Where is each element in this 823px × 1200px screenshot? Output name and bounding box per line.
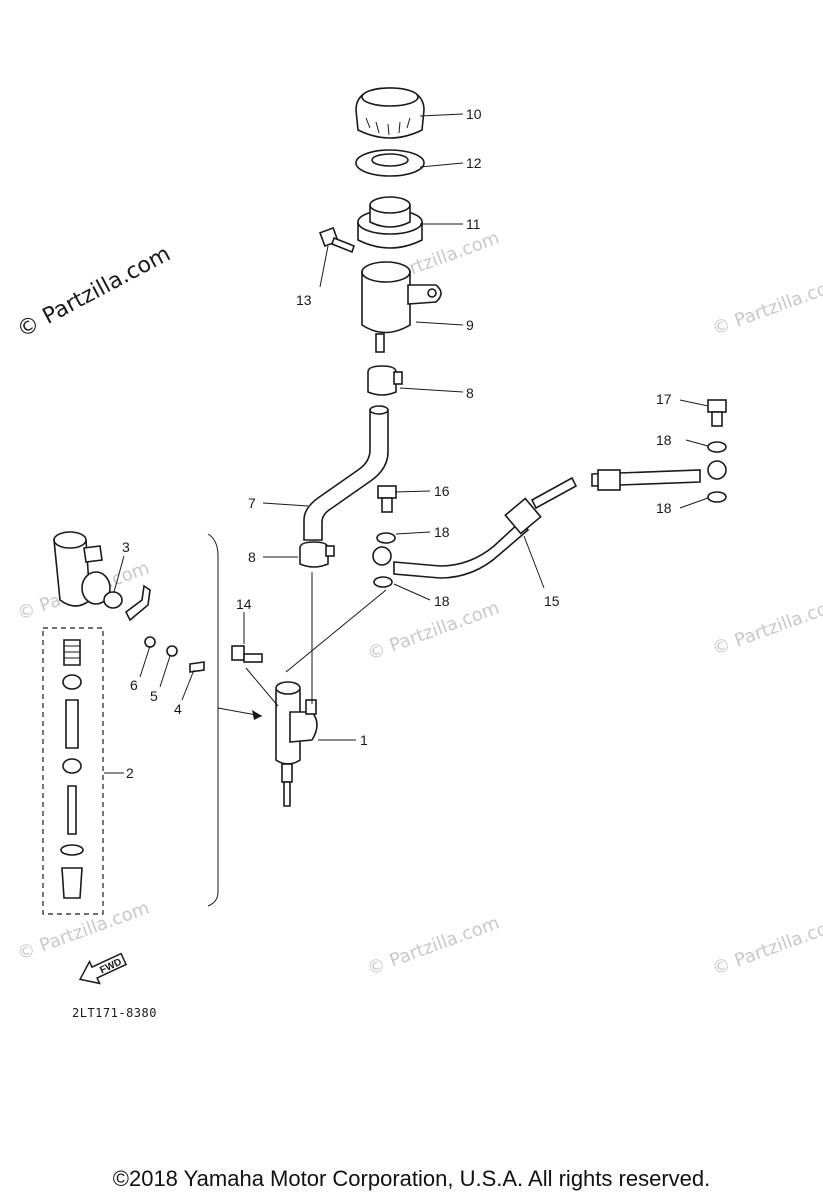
copyright-notice: ©2018 Yamaha Motor Corporation, U.S.A. A… [112, 1166, 711, 1191]
fwd-label: FWD [98, 957, 123, 977]
part-3-assembly[interactable] [53, 531, 123, 609]
part-label: 7 [248, 495, 256, 511]
part-12-plate[interactable] [355, 149, 425, 177]
part-16-bolt[interactable] [377, 485, 397, 513]
part-label: 14 [236, 596, 252, 612]
watermark: © Partzilla.com [365, 912, 503, 979]
part-label: 3 [122, 539, 130, 555]
arrow-head-icon [252, 710, 262, 720]
part-7-hose[interactable] [303, 405, 389, 541]
part-18-washer[interactable] [707, 491, 727, 503]
watermark: © Partzilla.com [15, 897, 153, 964]
part-label: 10 [466, 106, 482, 122]
watermark: © Partzilla.com [710, 912, 823, 979]
part-label: 11 [466, 216, 481, 232]
part-label: 18 [656, 432, 672, 448]
part-label: 9 [466, 317, 474, 333]
part-10-cap[interactable] [355, 87, 425, 139]
assembly-bracket [207, 533, 219, 907]
part-17-bolt[interactable] [707, 399, 727, 427]
part-13-bolt[interactable] [319, 227, 355, 254]
part-9-reservoir[interactable] [361, 261, 442, 353]
part-label: 18 [434, 593, 450, 609]
part-label: 18 [434, 524, 450, 540]
part-2-kit[interactable] [42, 627, 104, 915]
part-18-washer[interactable] [707, 441, 727, 453]
partzilla-watermark: © Partzilla.com [13, 242, 175, 344]
part-label: 16 [434, 483, 450, 499]
part-label: 17 [656, 391, 672, 407]
part-label: 4 [174, 701, 182, 717]
part-15-brake-hose[interactable] [372, 460, 727, 579]
part-11-diaphragm[interactable] [357, 196, 423, 249]
part-label: 18 [656, 500, 672, 516]
part-18-washer[interactable] [373, 576, 393, 588]
guide-lines [245, 572, 387, 707]
diagram-code: 2LT171-8380 [72, 1006, 157, 1020]
part-label: 15 [544, 593, 560, 609]
part-14-bolt[interactable] [231, 645, 263, 663]
part-1-master-cylinder[interactable] [275, 681, 318, 807]
part-18-washer[interactable] [376, 532, 396, 544]
part-label: 8 [466, 385, 474, 401]
watermark: © Partzilla.com [710, 272, 823, 339]
part-label: 6 [130, 677, 138, 693]
part-8-clamp-top[interactable] [367, 365, 403, 396]
part-label: 2 [126, 765, 134, 781]
part-label: 12 [466, 155, 482, 171]
fwd-arrow-icon: FWD [78, 952, 128, 985]
part-label: 13 [296, 292, 312, 308]
watermark: © Partzilla.com [710, 592, 823, 659]
part-label: 1 [360, 732, 368, 748]
parts-4-5-6[interactable] [124, 584, 205, 673]
part-8-clamp-lower[interactable] [299, 541, 335, 568]
watermark-layer: © Partzilla.com © Partzilla.com © Partzi… [15, 227, 823, 979]
part-label: 5 [150, 688, 158, 704]
part-label: 8 [248, 549, 256, 565]
leader-lines [104, 113, 709, 774]
